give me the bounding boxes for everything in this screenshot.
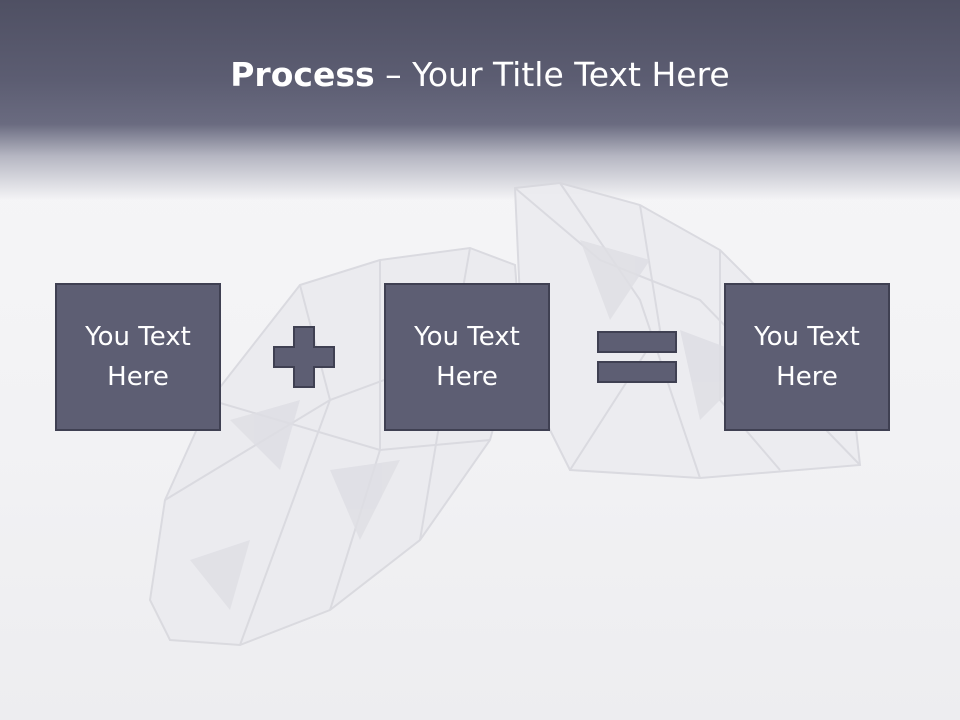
process-box-3: You Text Here: [724, 283, 890, 431]
title-rest: – Your Title Text Here: [374, 55, 730, 94]
equals-icon: [597, 331, 677, 383]
process-box-3-text: You Text Here: [754, 322, 860, 392]
process-box-2: You Text Here: [384, 283, 550, 431]
plus-icon: [273, 326, 335, 388]
slide-title: Process – Your Title Text Here: [0, 52, 960, 98]
title-bar: [0, 0, 960, 200]
process-box-1: You Text Here: [55, 283, 221, 431]
title-bold: Process: [230, 55, 375, 94]
process-box-2-text: You Text Here: [414, 322, 520, 392]
process-box-1-text: You Text Here: [85, 322, 191, 392]
